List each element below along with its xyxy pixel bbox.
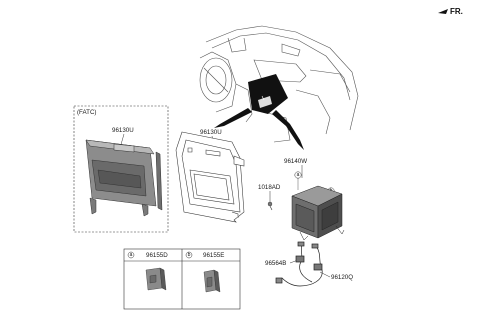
pad-part-a [145,267,167,291]
marker-a-label: a [297,172,300,178]
fatc-group-label: (FATC) [77,109,96,116]
arrow-icon [438,9,448,14]
front-label: FR. [450,7,463,16]
head-unit-part [291,185,345,241]
screw-part-number: 1018AD [258,184,281,191]
legend-part-b: 96155E [203,252,224,259]
wiring-harness-part [275,241,323,287]
legend-table: a 96155D b 96155E [123,248,241,310]
pad-part-b [203,269,221,293]
legend-marker-a: a [130,252,133,258]
center-panel-part-number: 96130U [200,129,222,136]
leader-arrows [214,108,304,150]
legend-cell-b: b 96155E [185,251,224,293]
legend-marker-b: b [188,252,191,258]
fatc-panel-part [85,139,163,217]
connector-part-number: 96564B [265,260,286,267]
center-panel-part [175,131,245,223]
dashboard-head-unit [248,74,288,114]
legend-cell-a: a 96155D [127,251,168,291]
screw-part [267,201,273,211]
legend-part-a: 96155D [146,252,168,259]
marker-a: a [294,171,302,190]
harness-part-number: 96120Q [331,274,353,281]
fatc-panel-part-number: 96130U [112,127,134,134]
front-direction-indicator: FR. [438,7,463,16]
head-unit-part-number: 96140W [284,158,307,165]
harness-leader [319,271,331,278]
fatc-group-frame [73,105,169,233]
